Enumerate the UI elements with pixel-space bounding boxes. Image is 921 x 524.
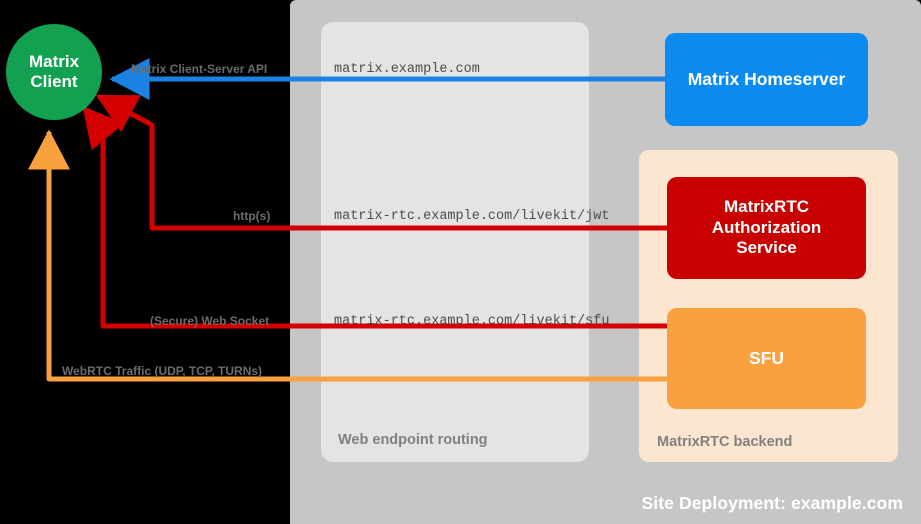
- protocol-label-webrtc: WebRTC Traffic (UDP, TCP, TURNs): [62, 364, 263, 378]
- node-matrixrtc-authorization-service[interactable]: MatrixRTC Authorization Service: [667, 177, 866, 279]
- auth-service-label-line1: MatrixRTC: [723, 196, 809, 216]
- node-matrix-homeserver[interactable]: Matrix Homeserver: [665, 33, 868, 126]
- sfu-label: SFU: [749, 348, 784, 368]
- matrix-client-label-line2: Client: [30, 72, 78, 91]
- protocol-label-websocket: (Secure) Web Socket: [150, 314, 270, 328]
- protocol-label-client-server-api: Matrix Client-Server API: [131, 62, 268, 76]
- auth-service-label: MatrixRTC Authorization Service: [712, 197, 822, 259]
- node-sfu[interactable]: SFU: [667, 308, 866, 409]
- matrixrtc-backend-label: MatrixRTC backend: [657, 434, 793, 450]
- node-matrix-client[interactable]: Matrix Client: [6, 24, 102, 120]
- site-deployment-title: Site Deployment: example.com: [641, 493, 903, 513]
- matrix-client-label: Matrix Client: [29, 52, 79, 92]
- endpoint-label-matrix: matrix.example.com: [334, 62, 480, 77]
- auth-service-label-line3: Service: [736, 238, 797, 258]
- matrix-client-label-line1: Matrix: [28, 51, 80, 71]
- endpoint-label-livekit-jwt: matrix-rtc.example.com/livekit/jwt: [334, 209, 610, 224]
- web-endpoint-routing-label: Web endpoint routing: [338, 432, 488, 448]
- endpoint-label-livekit-sfu: matrix-rtc.example.com/livekit/sfu: [334, 314, 610, 329]
- arrow-webrtc-traffic: [27, 129, 705, 400]
- matrix-homeserver-label: Matrix Homeserver: [687, 69, 846, 89]
- protocol-label-https: http(s): [233, 209, 271, 223]
- auth-service-label-line2: Authorization: [711, 217, 822, 237]
